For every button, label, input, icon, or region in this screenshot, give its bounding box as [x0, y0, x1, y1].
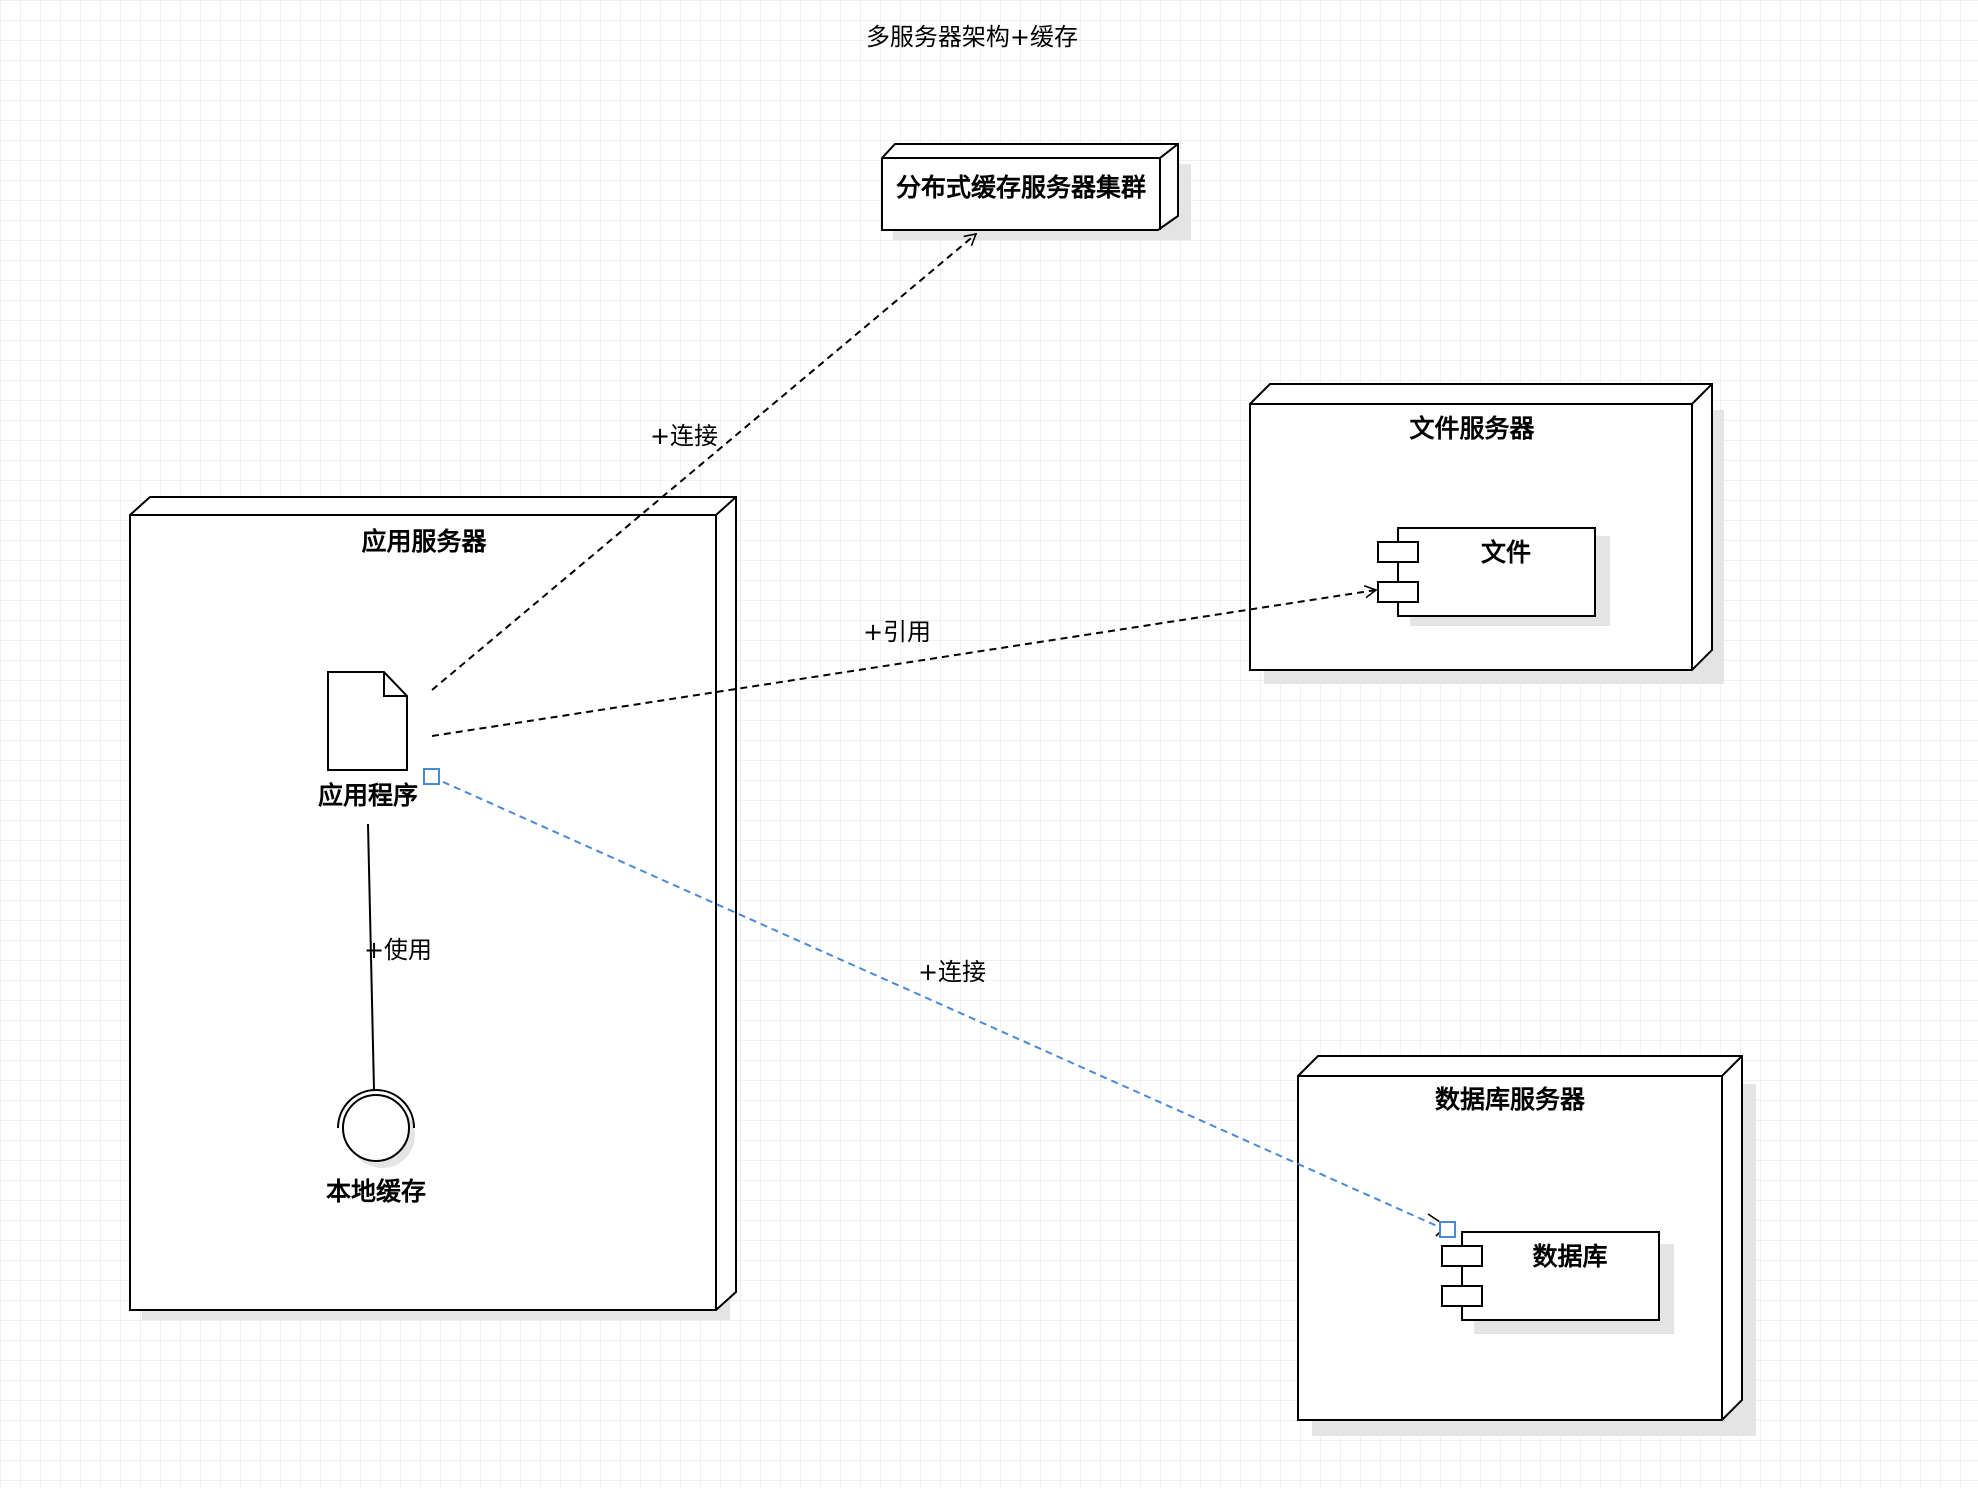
interface-label-local-cache: 本地缓存 — [326, 1177, 426, 1206]
node-edges — [882, 143, 1179, 230]
connector-app-to-db[interactable]: +连接 — [423, 768, 1456, 1238]
component-body — [1461, 1231, 1660, 1321]
node-body — [881, 143, 1179, 231]
assembly-line — [367, 823, 375, 1091]
dependency-line — [431, 232, 978, 691]
node-label-cache-cluster: 分布式缓存服务器集群 — [896, 173, 1146, 202]
component-port-icon — [1441, 1285, 1483, 1307]
component-label-file: 文件 — [1481, 538, 1531, 567]
component-database[interactable]: 数据库 — [1441, 1231, 1674, 1334]
component-port-icon — [1441, 1245, 1483, 1267]
component-file[interactable]: 文件 — [1377, 527, 1610, 626]
node-cache-cluster[interactable]: 分布式缓存服务器集群 — [881, 143, 1191, 240]
component-port-icon — [1377, 581, 1419, 603]
connector-app-to-file[interactable]: +引用 — [431, 584, 1378, 737]
component-body — [1397, 527, 1596, 617]
connector-label: +引用 — [863, 618, 931, 646]
document-icon — [327, 671, 408, 771]
required-interface-socket-icon — [337, 1089, 415, 1129]
node-edges — [1250, 383, 1713, 670]
component-label-database: 数据库 — [1532, 1242, 1607, 1271]
artifact-app-program[interactable]: 应用程序 — [318, 671, 418, 810]
component-port-icon — [1377, 541, 1419, 563]
selection-handle-end[interactable] — [1439, 1221, 1456, 1238]
interface-local-cache[interactable]: 本地缓存 — [326, 1089, 426, 1206]
diagram-title: 多服务器架构+缓存 — [866, 23, 1078, 51]
dependency-line — [431, 584, 1378, 737]
document-fold-icon — [383, 672, 407, 697]
connector-label: +连接 — [650, 422, 718, 450]
node-label-file-server: 文件服务器 — [1409, 414, 1535, 443]
node-body — [129, 496, 737, 1311]
provided-interface-circle-icon — [342, 1094, 410, 1162]
connector-app-to-cache[interactable]: +连接 — [431, 232, 978, 691]
connector-label: +使用 — [364, 936, 432, 964]
connector-app-to-localcache[interactable]: +使用 — [364, 823, 432, 1091]
selection-handle-start[interactable] — [423, 768, 440, 785]
node-edges — [130, 496, 737, 1310]
node-file-server[interactable]: 文件服务器 — [1249, 383, 1724, 684]
artifact-label-app-program: 应用程序 — [318, 781, 418, 810]
node-app-server[interactable]: 应用服务器 — [129, 496, 737, 1320]
connector-label: +连接 — [918, 958, 986, 986]
dependency-line — [431, 776, 1447, 1231]
node-label-db-server: 数据库服务器 — [1435, 1085, 1586, 1114]
node-edges — [1298, 1055, 1743, 1420]
node-label-app-server: 应用服务器 — [361, 527, 487, 556]
